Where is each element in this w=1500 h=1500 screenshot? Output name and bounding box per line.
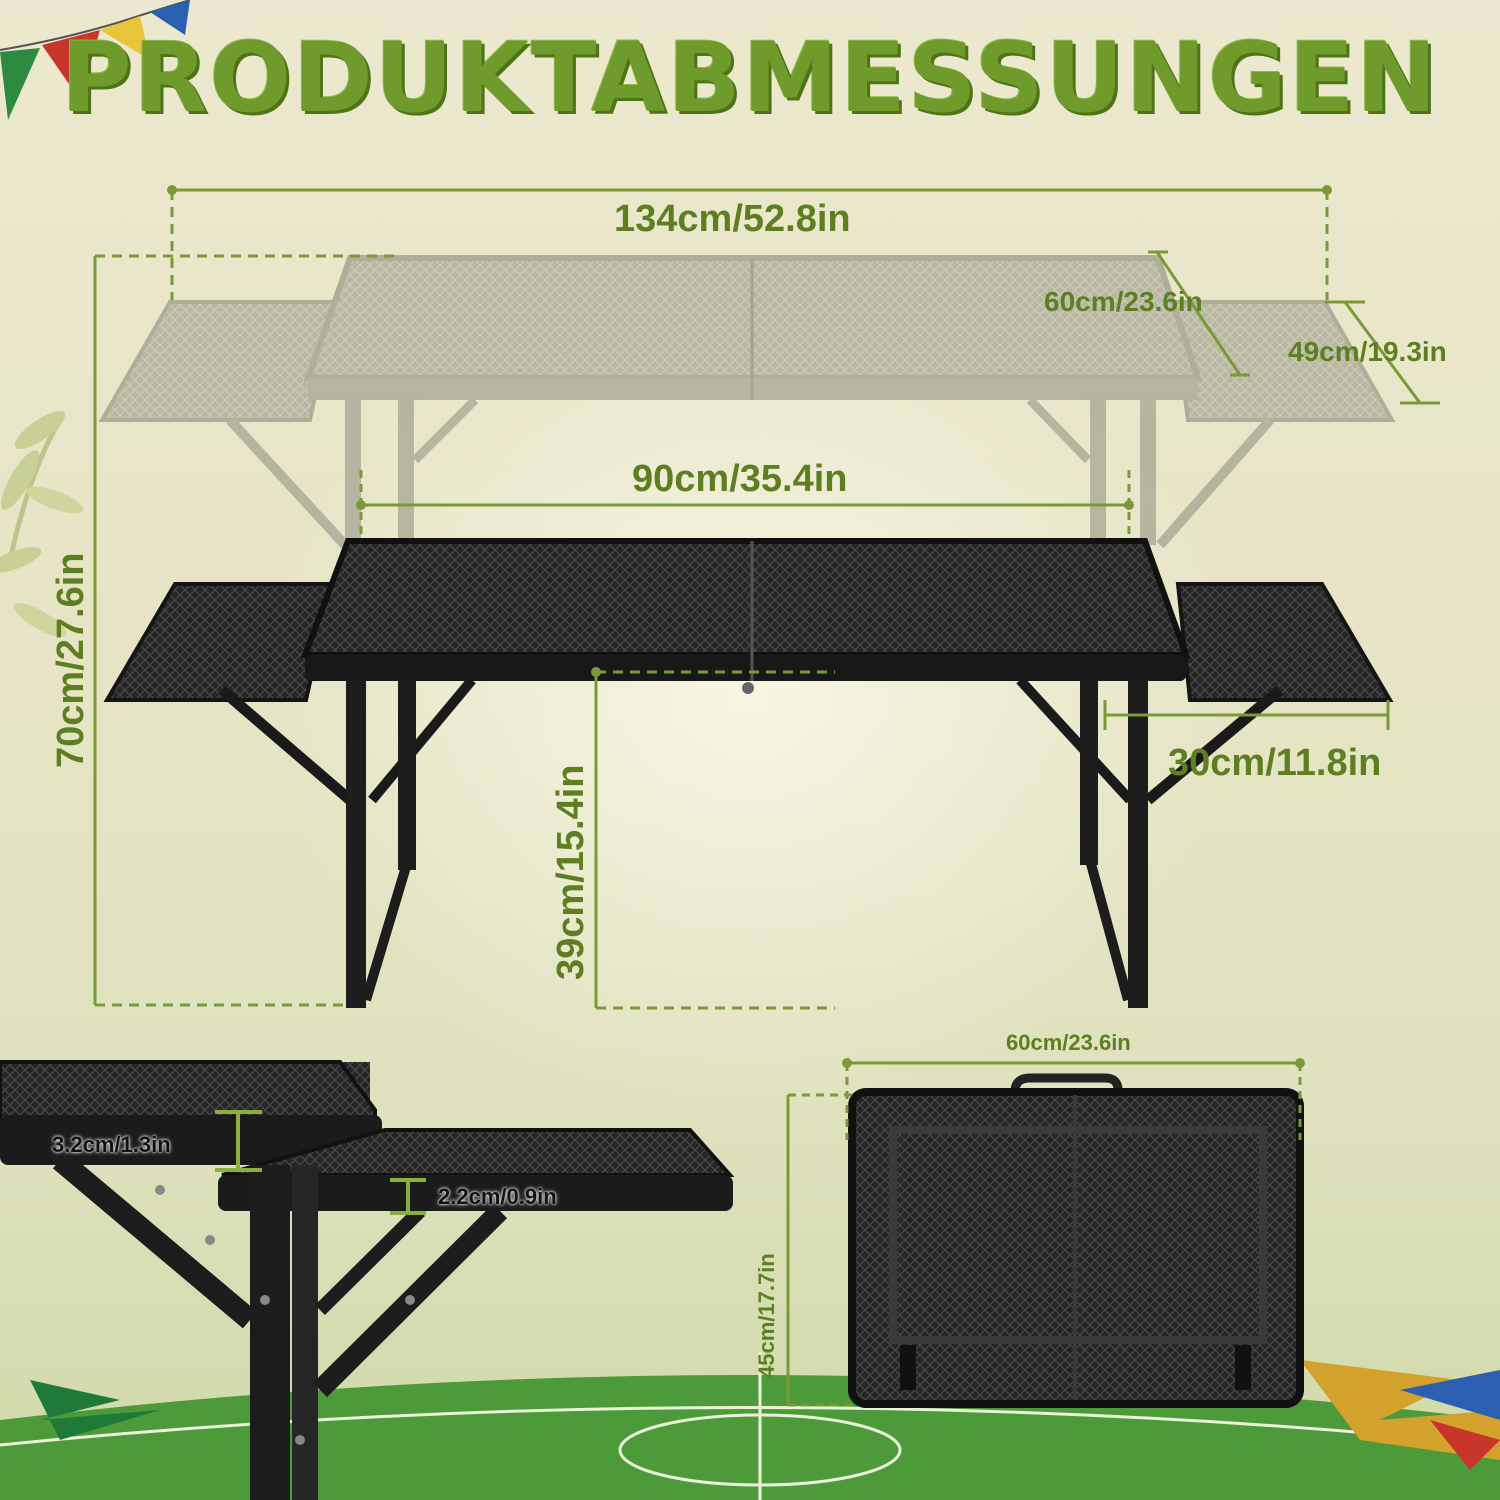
bunting-decoration	[0, 0, 191, 120]
dimension-lines	[93, 188, 1440, 1010]
raised-table-ghost	[98, 255, 1396, 549]
thickness-detail	[0, 1060, 735, 1500]
dimension-folded-width: 60cm/23.6in	[1006, 1030, 1131, 1055]
dimension-top-depth: 60cm/23.6in	[1044, 286, 1203, 317]
dimension-total-height: 70cm/27.6in	[50, 552, 92, 768]
dimension-top-width: 90cm/35.4in	[632, 458, 848, 500]
folded-dimension-lines	[786, 1061, 1302, 1407]
dimension-total-width: 134cm/52.8in	[614, 198, 851, 240]
dimension-endpoints	[167, 185, 1332, 677]
dimension-top-thickness: 3.2cm/1.3in	[52, 1132, 171, 1157]
page-title: PRODUKTABMESSUNGEN	[61, 22, 1439, 134]
dimension-side-thickness: 2.2cm/0.9in	[438, 1184, 557, 1209]
plant-decoration	[0, 410, 84, 637]
thickness-dimension-lines	[215, 1110, 426, 1215]
dimension-side-depth: 49cm/19.3in	[1288, 336, 1447, 367]
dimension-folded-height: 45cm/17.7in	[754, 1253, 779, 1378]
folded-dimension-endpoints	[842, 1058, 1305, 1068]
dimension-side-width: 30cm/11.8in	[1168, 742, 1382, 784]
low-table	[103, 538, 1394, 1008]
folded-table	[848, 1073, 1304, 1408]
dimension-low-height: 39cm/15.4in	[550, 764, 592, 980]
